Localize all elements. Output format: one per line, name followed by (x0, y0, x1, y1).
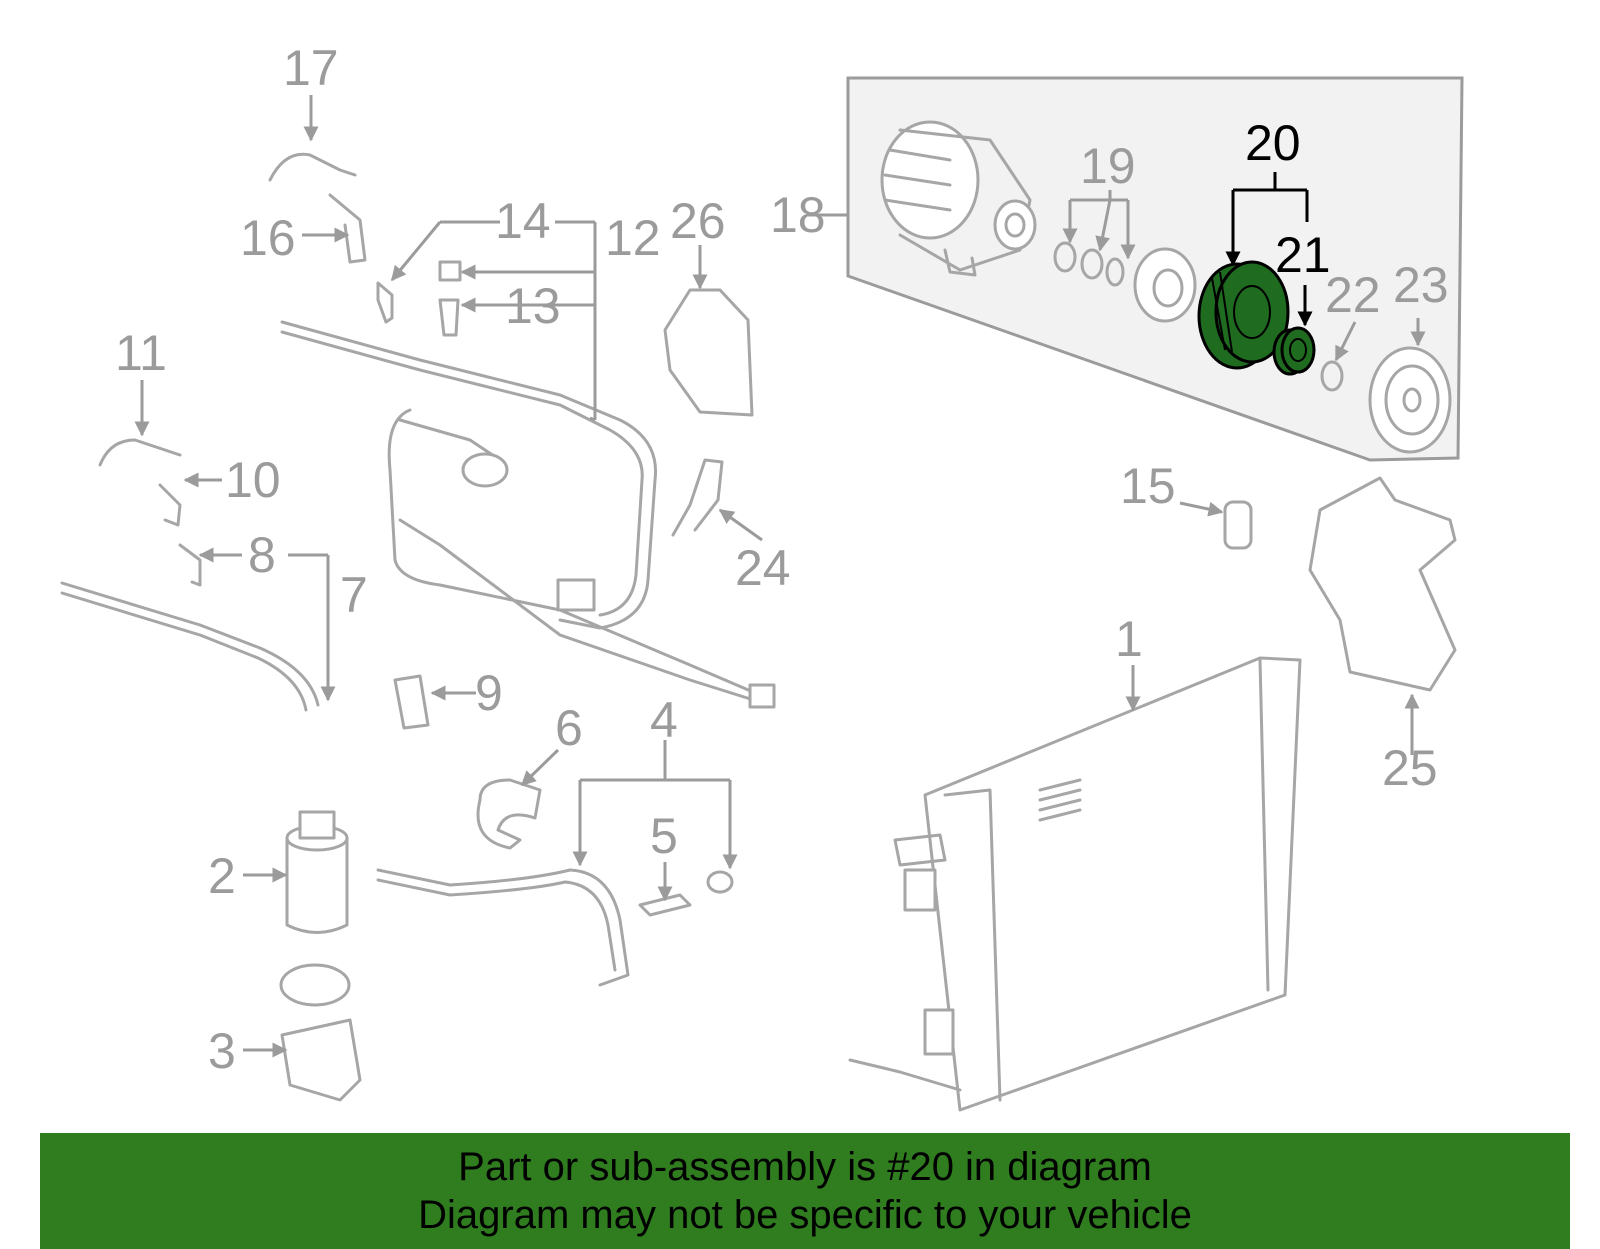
callout-26: 26 (670, 193, 726, 249)
callout-5: 5 (650, 808, 678, 864)
seal-ring-part (1080, 248, 1104, 280)
banner-line-disclaimer: Diagram may not be specific to your vehi… (418, 1193, 1192, 1237)
callout-12: 12 (605, 210, 661, 266)
clutch-pulley-part-highlighted (1197, 260, 1290, 370)
clutch-coil-part (1133, 247, 1197, 323)
callout-20: 20 (1245, 115, 1301, 171)
callout-25: 25 (1382, 740, 1438, 796)
drier-part (285, 810, 349, 934)
drier-bracket-part (279, 963, 362, 1102)
info-banner: Part or sub-assembly is #20 in diagram D… (40, 1133, 1570, 1249)
pressure-switch-part (268, 152, 367, 264)
callout-9: 9 (475, 665, 503, 721)
callout-14: 14 (495, 193, 551, 249)
hose-bracket-part (476, 778, 542, 850)
sensor-harness-part (98, 438, 202, 587)
callout-8: 8 (248, 527, 276, 583)
discharge-hose-part (376, 868, 630, 987)
callout-18: 18 (770, 187, 826, 243)
liquid-line-part (60, 581, 320, 707)
callout-21: 21 (1275, 227, 1331, 283)
callout-13: 13 (505, 278, 561, 334)
callout-22: 22 (1325, 267, 1381, 323)
wiring-connector-part (671, 458, 724, 537)
leader-lines (134, 95, 1426, 1058)
callout-11: 11 (115, 325, 167, 381)
pulley-bearing-part-highlighted (1272, 326, 1316, 376)
compressor-part (880, 120, 1037, 277)
hose-assembly-part (280, 320, 776, 709)
callout-10: 10 (225, 452, 281, 508)
condenser-part (848, 656, 1302, 1112)
callout-7: 7 (340, 567, 368, 623)
clutch-plate-part (1368, 346, 1452, 454)
callout-3: 3 (208, 1023, 236, 1079)
snap-ring-part (1320, 360, 1344, 392)
callout-1: 1 (1115, 611, 1143, 667)
callout-17: 17 (283, 40, 339, 96)
callout-24: 24 (735, 540, 791, 596)
callout-2: 2 (208, 848, 236, 904)
callout-4: 4 (650, 692, 678, 748)
retainer-clip-part (393, 674, 430, 730)
highlight-leader-lines (1225, 172, 1313, 327)
charge-valve-part (376, 260, 462, 337)
bushing-part (1223, 500, 1253, 550)
bracket-part (663, 288, 754, 417)
mounting-bracket-part (1308, 476, 1457, 692)
callout-23: 23 (1393, 257, 1449, 313)
callout-6: 6 (555, 700, 583, 756)
callout-19: 19 (1080, 138, 1136, 194)
callout-16: 16 (240, 210, 296, 266)
banner-line-part-number: Part or sub-assembly is #20 in diagram (458, 1145, 1152, 1189)
seal-ring-part (1105, 257, 1125, 287)
callout-15: 15 (1120, 458, 1176, 514)
